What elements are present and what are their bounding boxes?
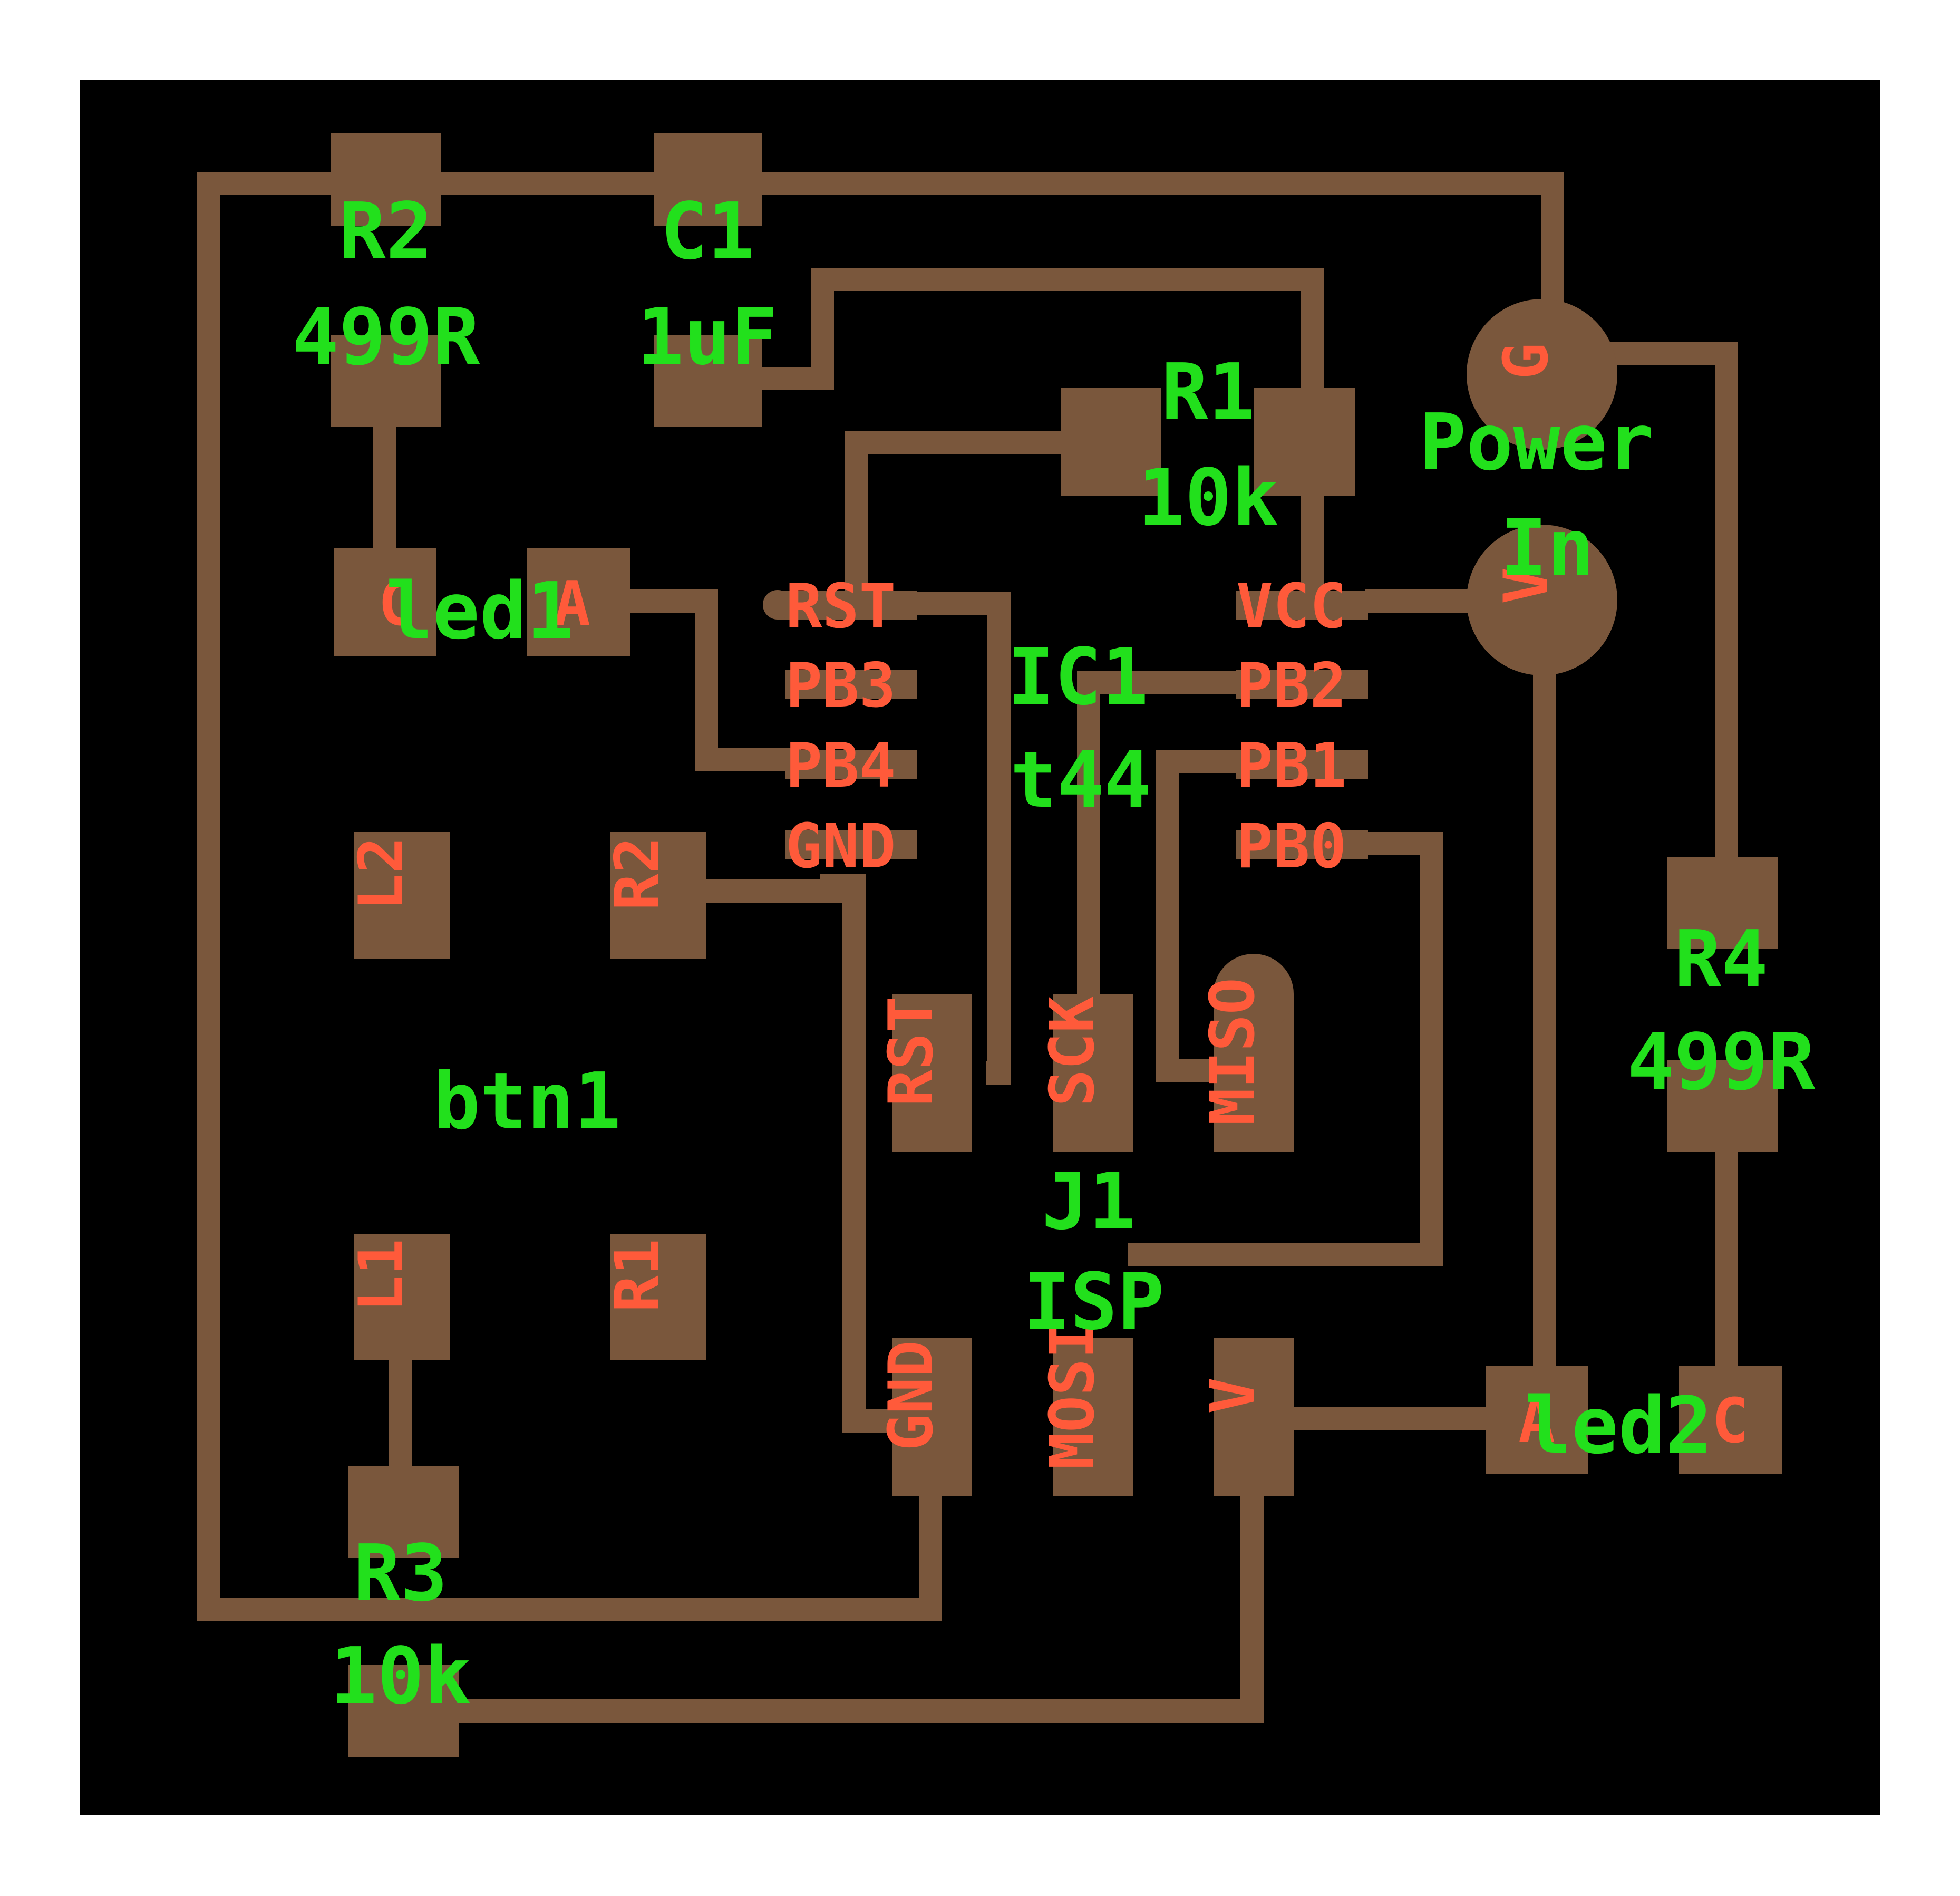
ic1-pin-pb2-label: PB2 (1236, 650, 1347, 721)
btn1-l2-label: L2 (346, 837, 417, 911)
r2-name: R2 (339, 186, 433, 277)
trace-r3-isp-v (453, 1492, 1264, 1723)
led2-anode-pad (1486, 1366, 1588, 1474)
trace-pb0-mosi (1128, 832, 1443, 1266)
ic1-pin-rst-label: RST (785, 571, 896, 642)
j1-rst-label: RST (876, 996, 947, 1107)
power-vcc-label: V (1491, 567, 1562, 604)
btn1-r2-label: R2 (602, 837, 673, 911)
r4-pad-top (1667, 857, 1778, 949)
r3-value: 10k (330, 1631, 471, 1721)
ic1-pin-pb2-pad (1236, 670, 1368, 699)
j1-mosi-label: MOSI (1037, 1322, 1108, 1469)
trace-c1-vcc (759, 268, 1324, 596)
c1-pad-top (654, 133, 762, 226)
component-labels: R2 499R C1 1uF R1 10k Power In led1 IC1 … (292, 186, 1816, 1721)
j1-sck-pad (1053, 994, 1133, 1152)
trace-led1-pb4 (627, 589, 801, 771)
r2-value: 499R (292, 292, 480, 382)
r1-name: R1 (1161, 347, 1255, 438)
ic1-pin-gnd-label: GND (785, 811, 896, 882)
j1-name: J1 (1042, 1156, 1136, 1247)
ic1-pin-pb1-label: PB1 (1236, 730, 1347, 801)
btn1-r2-pad (610, 832, 706, 959)
j1-vcc-pad (1214, 1338, 1294, 1496)
c1-value: 1uF (637, 292, 778, 382)
btn1-r1-label: R1 (602, 1239, 673, 1312)
j1-miso-round (1214, 954, 1294, 1034)
ic1-pin-pb1-pad (1236, 750, 1368, 779)
led1-name: led1 (386, 566, 574, 656)
r3-pad-top (348, 1466, 459, 1558)
ic1-pin-gnd-pad (785, 830, 917, 859)
btn1-r1-pad (610, 1234, 706, 1360)
ic1-pin-pb3-label: PB3 (785, 650, 896, 721)
r1-pad-right (1254, 388, 1355, 496)
led2-anode-label: A (1518, 1386, 1555, 1457)
r4-name: R4 (1674, 914, 1768, 1004)
j1-value: ISP (1023, 1256, 1164, 1347)
c1-name: C1 (661, 186, 754, 277)
r2-pad-bottom (331, 335, 441, 427)
ic1-pin-pb4-label: PB4 (785, 730, 896, 801)
btn1-l1-label: L1 (346, 1239, 417, 1312)
ic1-pin-pb4-pad (785, 750, 917, 779)
led1-cathode-label: C (378, 568, 415, 640)
trace-ground-loop (197, 172, 1564, 1621)
ic1-pin-pb0-label: PB0 (1236, 811, 1347, 882)
led1-anode-pad (527, 548, 630, 656)
j1-gnd-pad (892, 1338, 972, 1496)
r1-value: 10k (1138, 452, 1278, 543)
copper-pads (331, 133, 1782, 1757)
trace-pb2-sck (1077, 671, 1239, 1002)
pad-labels: G V C A RST PB3 PB4 GND VCC PB2 PB1 PB0 … (346, 343, 1749, 1469)
led2-name: led2 (1525, 1380, 1712, 1471)
power-vcc-pad (1467, 525, 1617, 675)
r4-pad-bottom (1667, 1060, 1778, 1152)
power-value: In (1500, 502, 1594, 593)
ic1-pin-rst-round (763, 590, 792, 620)
ic1-name: IC1 (1007, 632, 1148, 722)
r3-name: R3 (354, 1528, 448, 1619)
power-name: Power (1419, 397, 1654, 488)
c1-pad-bottom (654, 335, 762, 427)
ic1-value: t44 (1010, 734, 1151, 825)
led2-cathode-label: C (1712, 1386, 1749, 1457)
j1-mosi-pad (1053, 1338, 1133, 1496)
j1-sck-label: SCK (1037, 996, 1108, 1107)
led1-anode-label: A (554, 568, 590, 640)
j1-gnd-label: GND (876, 1340, 947, 1451)
btn1-l2-pad (354, 832, 450, 959)
trace-rst-isp (907, 592, 1011, 1085)
btn1-name: btn1 (433, 1056, 621, 1147)
led1-cathode-pad (334, 548, 436, 656)
btn1-l1-pad (354, 1234, 450, 1360)
j1-rst-pad (892, 994, 972, 1152)
ic1-pin-vcc-pad (1236, 591, 1368, 620)
r3-pad-bottom (348, 1665, 459, 1757)
trace-pb1-miso (1156, 750, 1239, 1082)
power-ground-pad (1467, 299, 1617, 450)
j1-vcc-label: V (1197, 1377, 1268, 1414)
ic1-pin-rst-pad (778, 591, 917, 620)
r4-value: 499R (1627, 1017, 1816, 1107)
power-ground-label: G (1491, 343, 1562, 380)
ic1-pin-vcc-label: VCC (1236, 571, 1347, 642)
trace-power-ground-r4 (1603, 342, 1738, 865)
ic1-pin-pb3-pad (785, 670, 917, 699)
j1-miso-label: MISO (1197, 978, 1268, 1125)
copper-traces (197, 172, 1738, 1723)
led2-cathode-pad (1679, 1366, 1782, 1474)
ic1-pin-pb0-pad (1236, 830, 1368, 859)
r1-pad-left (1061, 388, 1161, 496)
r2-pad-top (331, 133, 441, 226)
